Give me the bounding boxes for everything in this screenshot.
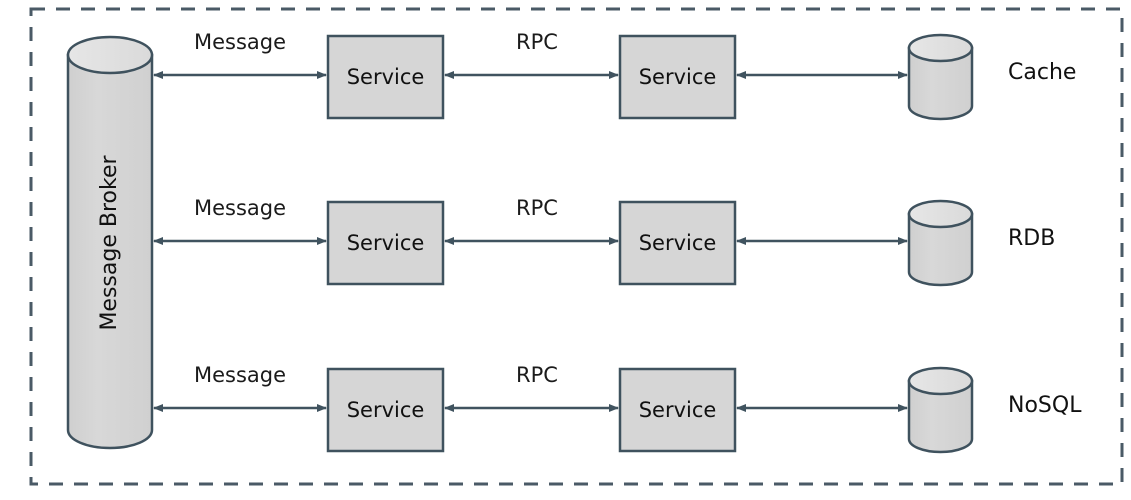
store-nosql-node[interactable]	[907, 366, 974, 454]
store-label-rdb: RDB	[1008, 226, 1055, 251]
edge-label-message-2: Message	[194, 196, 286, 220]
service-box-right-1[interactable]	[618, 34, 737, 120]
service-label-right-2: Service	[639, 231, 717, 255]
store-cylinder-body-1	[907, 46, 974, 121]
store-cylinder-top-3	[907, 366, 974, 396]
row-nosql: Message Service RPC Service NoSQL	[153, 363, 1082, 454]
broker-cylinder-body	[66, 53, 154, 450]
edge-label-message-1: Message	[194, 30, 286, 54]
store-label-nosql: NoSQL	[1008, 393, 1082, 418]
service-box-left-1[interactable]	[326, 34, 445, 120]
service-label-left-3: Service	[347, 398, 425, 422]
service-box-left-3[interactable]	[326, 367, 445, 453]
service-box-left-2[interactable]	[326, 200, 445, 286]
store-cylinder-body-3	[907, 379, 974, 454]
store-rdb-node[interactable]	[907, 199, 974, 287]
service-box-right-3[interactable]	[618, 367, 737, 453]
edge-label-rpc-3: RPC	[516, 363, 558, 387]
edge-label-message-3: Message	[194, 363, 286, 387]
edge-label-rpc-2: RPC	[516, 196, 558, 220]
message-broker-node[interactable]: Message Broker	[66, 35, 154, 450]
service-label-right-3: Service	[639, 398, 717, 422]
edge-label-rpc-1: RPC	[516, 30, 558, 54]
service-label-left-2: Service	[347, 231, 425, 255]
store-cylinder-top-1	[907, 33, 974, 63]
row-cache: Message Service RPC Service Cache	[153, 30, 1076, 121]
system-boundary	[29, 7, 1124, 486]
broker-label: Message Broker	[97, 155, 122, 331]
service-box-right-2[interactable]	[618, 200, 737, 286]
store-cylinder-body-2	[907, 212, 974, 287]
service-label-left-1: Service	[347, 65, 425, 89]
service-label-right-1: Service	[639, 65, 717, 89]
store-label-cache: Cache	[1008, 60, 1076, 85]
row-rdb: Message Service RPC Service RDB	[153, 196, 1055, 287]
broker-cylinder-top	[66, 35, 154, 75]
store-cylinder-top-2	[907, 199, 974, 229]
store-cache-node[interactable]	[907, 33, 974, 121]
